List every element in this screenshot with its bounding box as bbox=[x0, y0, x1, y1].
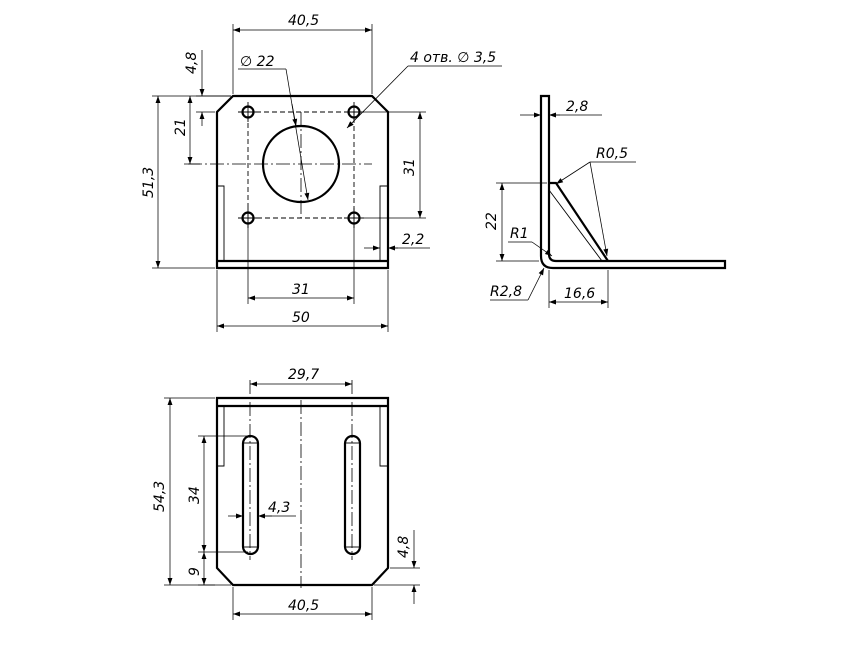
dim-side-gusset-width: 16,6 bbox=[564, 286, 595, 302]
dim-bottom-slot-width: 4,3 bbox=[268, 500, 290, 516]
dim-front-total-height: 51,3 bbox=[141, 167, 157, 198]
dim-bottom-slot-length: 34 bbox=[187, 486, 203, 504]
dim-bottom-chamfer: 4,8 bbox=[396, 536, 412, 558]
bottom-side-return-right bbox=[379, 406, 388, 467]
dim-side-gusset-height: 22 bbox=[484, 212, 500, 230]
side-l-profile bbox=[539, 94, 727, 270]
dim-bottom-slot-offset: 9 bbox=[187, 567, 203, 576]
side-gusset bbox=[549, 181, 609, 262]
side-view: 2,8 R0,5 22 R1 R2,8 16,6 bbox=[484, 94, 727, 308]
dim-front-hole-offset: 21 bbox=[173, 118, 189, 136]
dim-side-radius-inner: R1 bbox=[510, 226, 529, 242]
bottom-plate-outline bbox=[215, 396, 390, 587]
dim-bottom-slot-spacing: 29,7 bbox=[288, 367, 319, 383]
dim-front-hole-spacing-h: 31 bbox=[292, 282, 310, 298]
bottom-view: 29,7 54,3 34 4,3 9 4,8 40,5 bbox=[152, 367, 420, 620]
dim-front-hole-spacing-v: 31 bbox=[402, 158, 418, 176]
bottom-side-return-left bbox=[217, 406, 225, 467]
bottom-slot-right bbox=[343, 434, 362, 556]
front-plate-outline bbox=[215, 94, 390, 270]
bottom-slot-left bbox=[241, 434, 260, 556]
dim-side-thickness: 2,8 bbox=[566, 99, 588, 115]
dim-bottom-width: 40,5 bbox=[288, 598, 319, 614]
dim-front-top-width: 40,5 bbox=[288, 13, 319, 29]
dim-front-hole-large: ∅ 22 bbox=[240, 54, 275, 70]
front-side-return-left bbox=[217, 185, 225, 261]
front-side-return-right bbox=[379, 185, 388, 261]
dim-front-flange: 2,2 bbox=[402, 232, 424, 248]
dim-side-radius-outer: R2,8 bbox=[490, 284, 522, 300]
dim-front-total-width: 50 bbox=[292, 310, 310, 326]
dim-front-holes-note: 4 отв. ∅ 3,5 bbox=[410, 50, 496, 66]
front-view: 40,5 ∅ 22 4 отв. ∅ 3,5 4,8 21 51,3 31 bbox=[141, 13, 502, 332]
dim-bottom-total-length: 54,3 bbox=[152, 481, 168, 512]
dim-side-radius-small: R0,5 bbox=[596, 146, 628, 162]
dim-front-chamfer: 4,8 bbox=[184, 52, 200, 74]
